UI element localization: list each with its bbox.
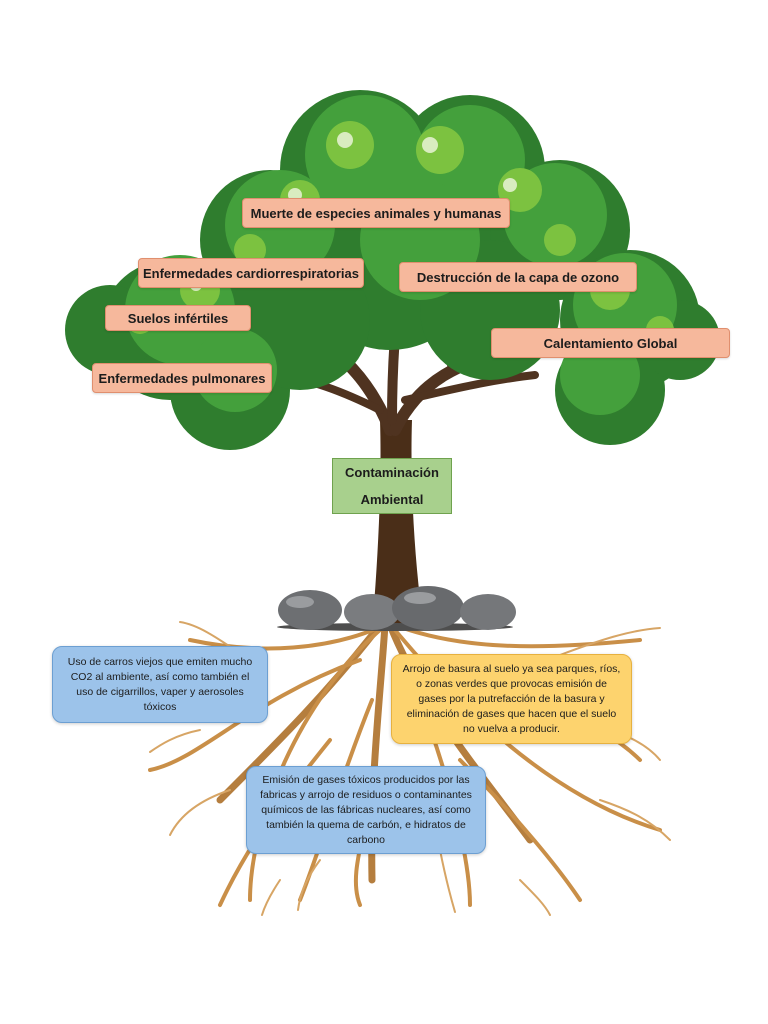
- stones: [277, 586, 516, 631]
- cause-box-factories: Emisión de gases tóxicos producidos por …: [246, 766, 486, 854]
- effect-label-capa-ozono: Destrucción de la capa de ozono: [399, 262, 637, 292]
- cause-box-garbage: Arrojo de basura al suelo ya sea parques…: [391, 654, 632, 744]
- cause-box-vehicles: Uso de carros viejos que emiten mucho CO…: [52, 646, 268, 723]
- center-topic-box: Contaminación Ambiental: [332, 458, 452, 514]
- center-topic-line1: Contaminación: [345, 465, 439, 480]
- center-topic-line2: Ambiental: [360, 492, 424, 507]
- effect-label-muerte-especies: Muerte de especies animales y humanas: [242, 198, 510, 228]
- effect-label-cardiorrespiratorias: Enfermedades cardiorrespiratorias: [138, 258, 364, 288]
- effect-label-suelos-infertiles: Suelos infértiles: [105, 305, 251, 331]
- effect-label-enfermedades-pulmonares: Enfermedades pulmonares: [92, 363, 272, 393]
- effect-label-calentamiento-global: Calentamiento Global: [491, 328, 730, 358]
